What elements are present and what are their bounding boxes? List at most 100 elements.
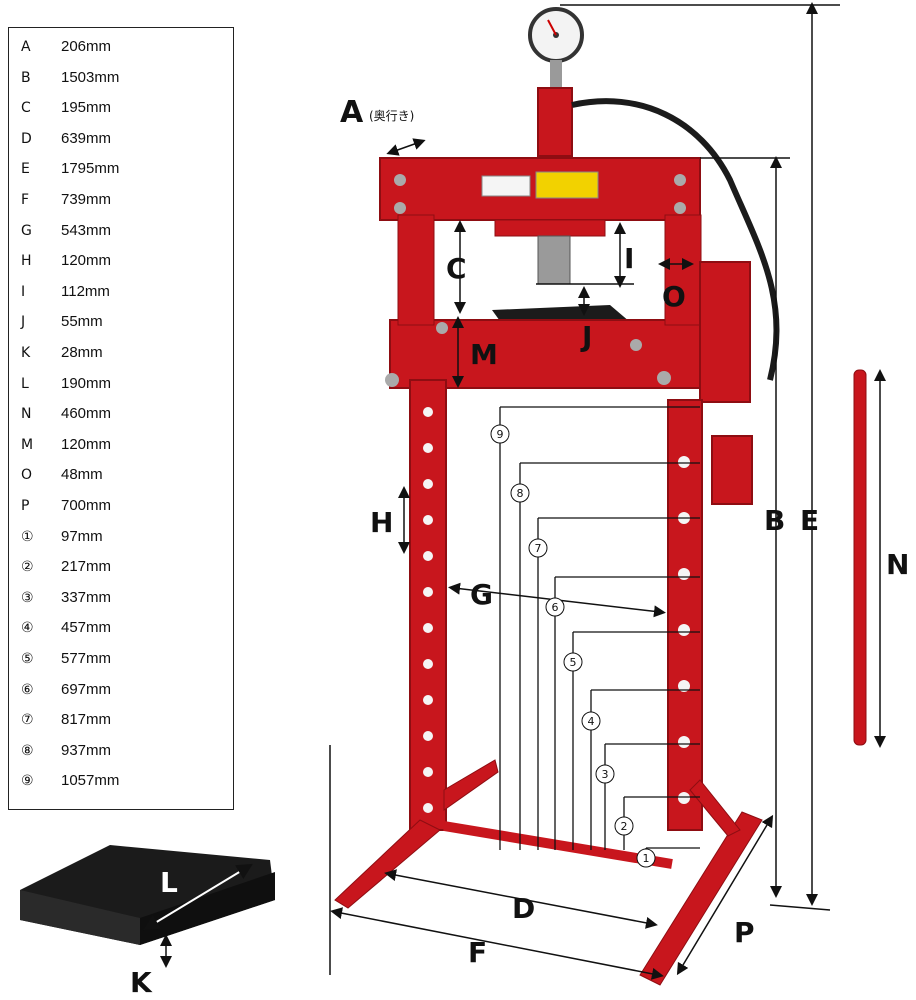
spec-value: 1795mm bbox=[61, 160, 120, 178]
spec-key: C bbox=[21, 100, 31, 117]
height-marker-badge bbox=[545, 597, 565, 617]
spec-key: N bbox=[21, 406, 32, 423]
height-marker-number: 5 bbox=[570, 656, 577, 669]
spec-key: ⑨ bbox=[21, 773, 34, 790]
spec-row: N 460mm bbox=[9, 399, 233, 429]
label-i: I bbox=[624, 242, 634, 275]
spec-value: 639mm bbox=[61, 129, 112, 147]
spec-row: ③ 337mm bbox=[9, 583, 233, 613]
height-marker-badge bbox=[614, 816, 634, 836]
spec-key: E bbox=[21, 161, 30, 178]
spec-value: 217mm bbox=[61, 558, 112, 576]
spec-key: A bbox=[21, 39, 31, 55]
spec-row: ⑤ 577mm bbox=[9, 644, 233, 674]
hand-pump bbox=[699, 261, 751, 403]
post-hole bbox=[423, 623, 433, 633]
label-a: A bbox=[340, 95, 364, 130]
spec-value: 577mm bbox=[61, 650, 112, 667]
spec-key: J bbox=[21, 314, 26, 331]
spec-value: 460mm bbox=[61, 405, 112, 423]
height-marker-badge bbox=[636, 848, 656, 868]
label-p: P bbox=[734, 916, 755, 949]
spec-row: C 195mm bbox=[9, 93, 233, 123]
spec-value: 817mm bbox=[61, 711, 112, 729]
spec-value: 120mm bbox=[61, 252, 112, 270]
height-marker-number: 7 bbox=[535, 542, 542, 555]
height-marker-number: 8 bbox=[517, 487, 524, 500]
height-marker-badge bbox=[595, 764, 615, 784]
height-marker-number: 3 bbox=[602, 768, 609, 781]
spec-key: H bbox=[21, 253, 32, 270]
height-marker-badge bbox=[581, 711, 601, 731]
height-marker-badge bbox=[528, 538, 548, 558]
spec-row: I 112mm bbox=[9, 277, 233, 307]
spec-key: P bbox=[21, 498, 30, 514]
spec-value: 700mm bbox=[61, 497, 112, 514]
spec-row: ⑥ 697mm bbox=[9, 675, 233, 705]
spec-value: 1503mm bbox=[61, 68, 120, 86]
spec-value: 48mm bbox=[61, 466, 103, 484]
hydraulic-cylinder bbox=[537, 87, 573, 157]
spec-key: ② bbox=[21, 559, 34, 576]
spec-key: ⑦ bbox=[21, 712, 34, 729]
label-o: O bbox=[662, 280, 686, 313]
spec-key: ③ bbox=[21, 589, 34, 606]
post-hole bbox=[423, 695, 433, 705]
label-k: K bbox=[130, 966, 153, 999]
post-hole bbox=[423, 443, 433, 453]
post-hole bbox=[423, 767, 433, 777]
spec-key: I bbox=[21, 283, 26, 300]
spec-key: ④ bbox=[21, 620, 34, 637]
spec-key: O bbox=[21, 467, 33, 484]
spec-value: 195mm bbox=[61, 99, 112, 117]
post-hole bbox=[423, 803, 433, 813]
spec-row: H 120mm bbox=[9, 246, 233, 276]
post-hole bbox=[423, 551, 433, 561]
label-a-note: (奥行き) bbox=[369, 109, 414, 123]
spec-row: E 1795mm bbox=[9, 154, 233, 184]
height-marker-badge bbox=[563, 652, 583, 672]
height-marker-badge bbox=[490, 424, 510, 444]
spec-value: 739mm bbox=[61, 191, 112, 208]
spec-value: 112mm bbox=[61, 282, 110, 300]
post-hole bbox=[678, 568, 690, 580]
spec-key: ⑤ bbox=[21, 651, 34, 667]
spec-value: 337mm bbox=[61, 588, 112, 606]
spec-key: L bbox=[21, 375, 29, 392]
post-hole bbox=[423, 407, 433, 417]
post-hole bbox=[678, 680, 690, 692]
post-hole bbox=[678, 624, 690, 636]
right-post bbox=[667, 399, 703, 831]
spec-value: 937mm bbox=[61, 741, 112, 759]
spec-value: 697mm bbox=[61, 680, 112, 698]
label-h: H bbox=[370, 506, 393, 539]
spec-row: ⑦ 817mm bbox=[9, 705, 233, 735]
post-hole bbox=[423, 479, 433, 489]
label-j: J bbox=[580, 320, 592, 353]
spec-key: G bbox=[21, 222, 32, 239]
spec-row: P 700mm bbox=[9, 491, 233, 521]
press-frame bbox=[334, 7, 780, 986]
post-hole bbox=[678, 736, 690, 748]
label-e: E bbox=[800, 504, 819, 537]
post-hole bbox=[423, 587, 433, 597]
height-marker-number: 2 bbox=[621, 820, 628, 833]
label-b: B bbox=[764, 504, 785, 537]
label-l: L bbox=[160, 866, 178, 899]
spec-key: ⑥ bbox=[21, 681, 34, 698]
label-c: C bbox=[446, 252, 467, 285]
label-g: G bbox=[470, 578, 493, 611]
